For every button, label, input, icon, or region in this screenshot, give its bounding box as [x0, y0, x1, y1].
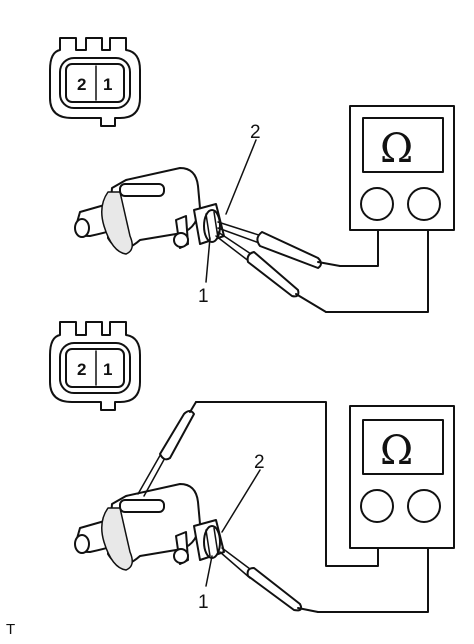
- callout-terminal-2: 2: [254, 452, 265, 473]
- pin-label-right: 1: [103, 75, 112, 94]
- meter-lead: [339, 229, 379, 267]
- callout-terminal-1: 1: [198, 592, 209, 613]
- meter-lead: [325, 229, 429, 313]
- corner-mark: T: [6, 621, 16, 638]
- test-probe-icon: [219, 547, 319, 613]
- connector-face-icon: 2 1: [49, 37, 141, 127]
- callout-terminal-2: 2: [250, 122, 261, 143]
- pin-label-left: 2: [77, 360, 86, 379]
- ohm-symbol: Ω: [380, 126, 413, 172]
- top-panel: 2 1: [49, 37, 455, 313]
- bottom-panel: 2 1: [49, 321, 455, 613]
- ohm-symbol: Ω: [380, 428, 413, 474]
- ohmmeter-icon: Ω: [349, 405, 455, 549]
- valve-icon: [74, 483, 225, 571]
- test-probe-icon: [137, 401, 197, 497]
- connector-face-icon: 2 1: [49, 321, 141, 411]
- pin-label-left: 2: [77, 75, 86, 94]
- valve-icon: [74, 167, 225, 255]
- ohmmeter-icon: Ω: [349, 105, 455, 231]
- meter-lead: [317, 547, 429, 613]
- test-probe-icon: [215, 221, 341, 313]
- meter-lead: [195, 401, 379, 567]
- pin-label-right: 1: [103, 360, 112, 379]
- callout-terminal-1: 1: [198, 286, 209, 307]
